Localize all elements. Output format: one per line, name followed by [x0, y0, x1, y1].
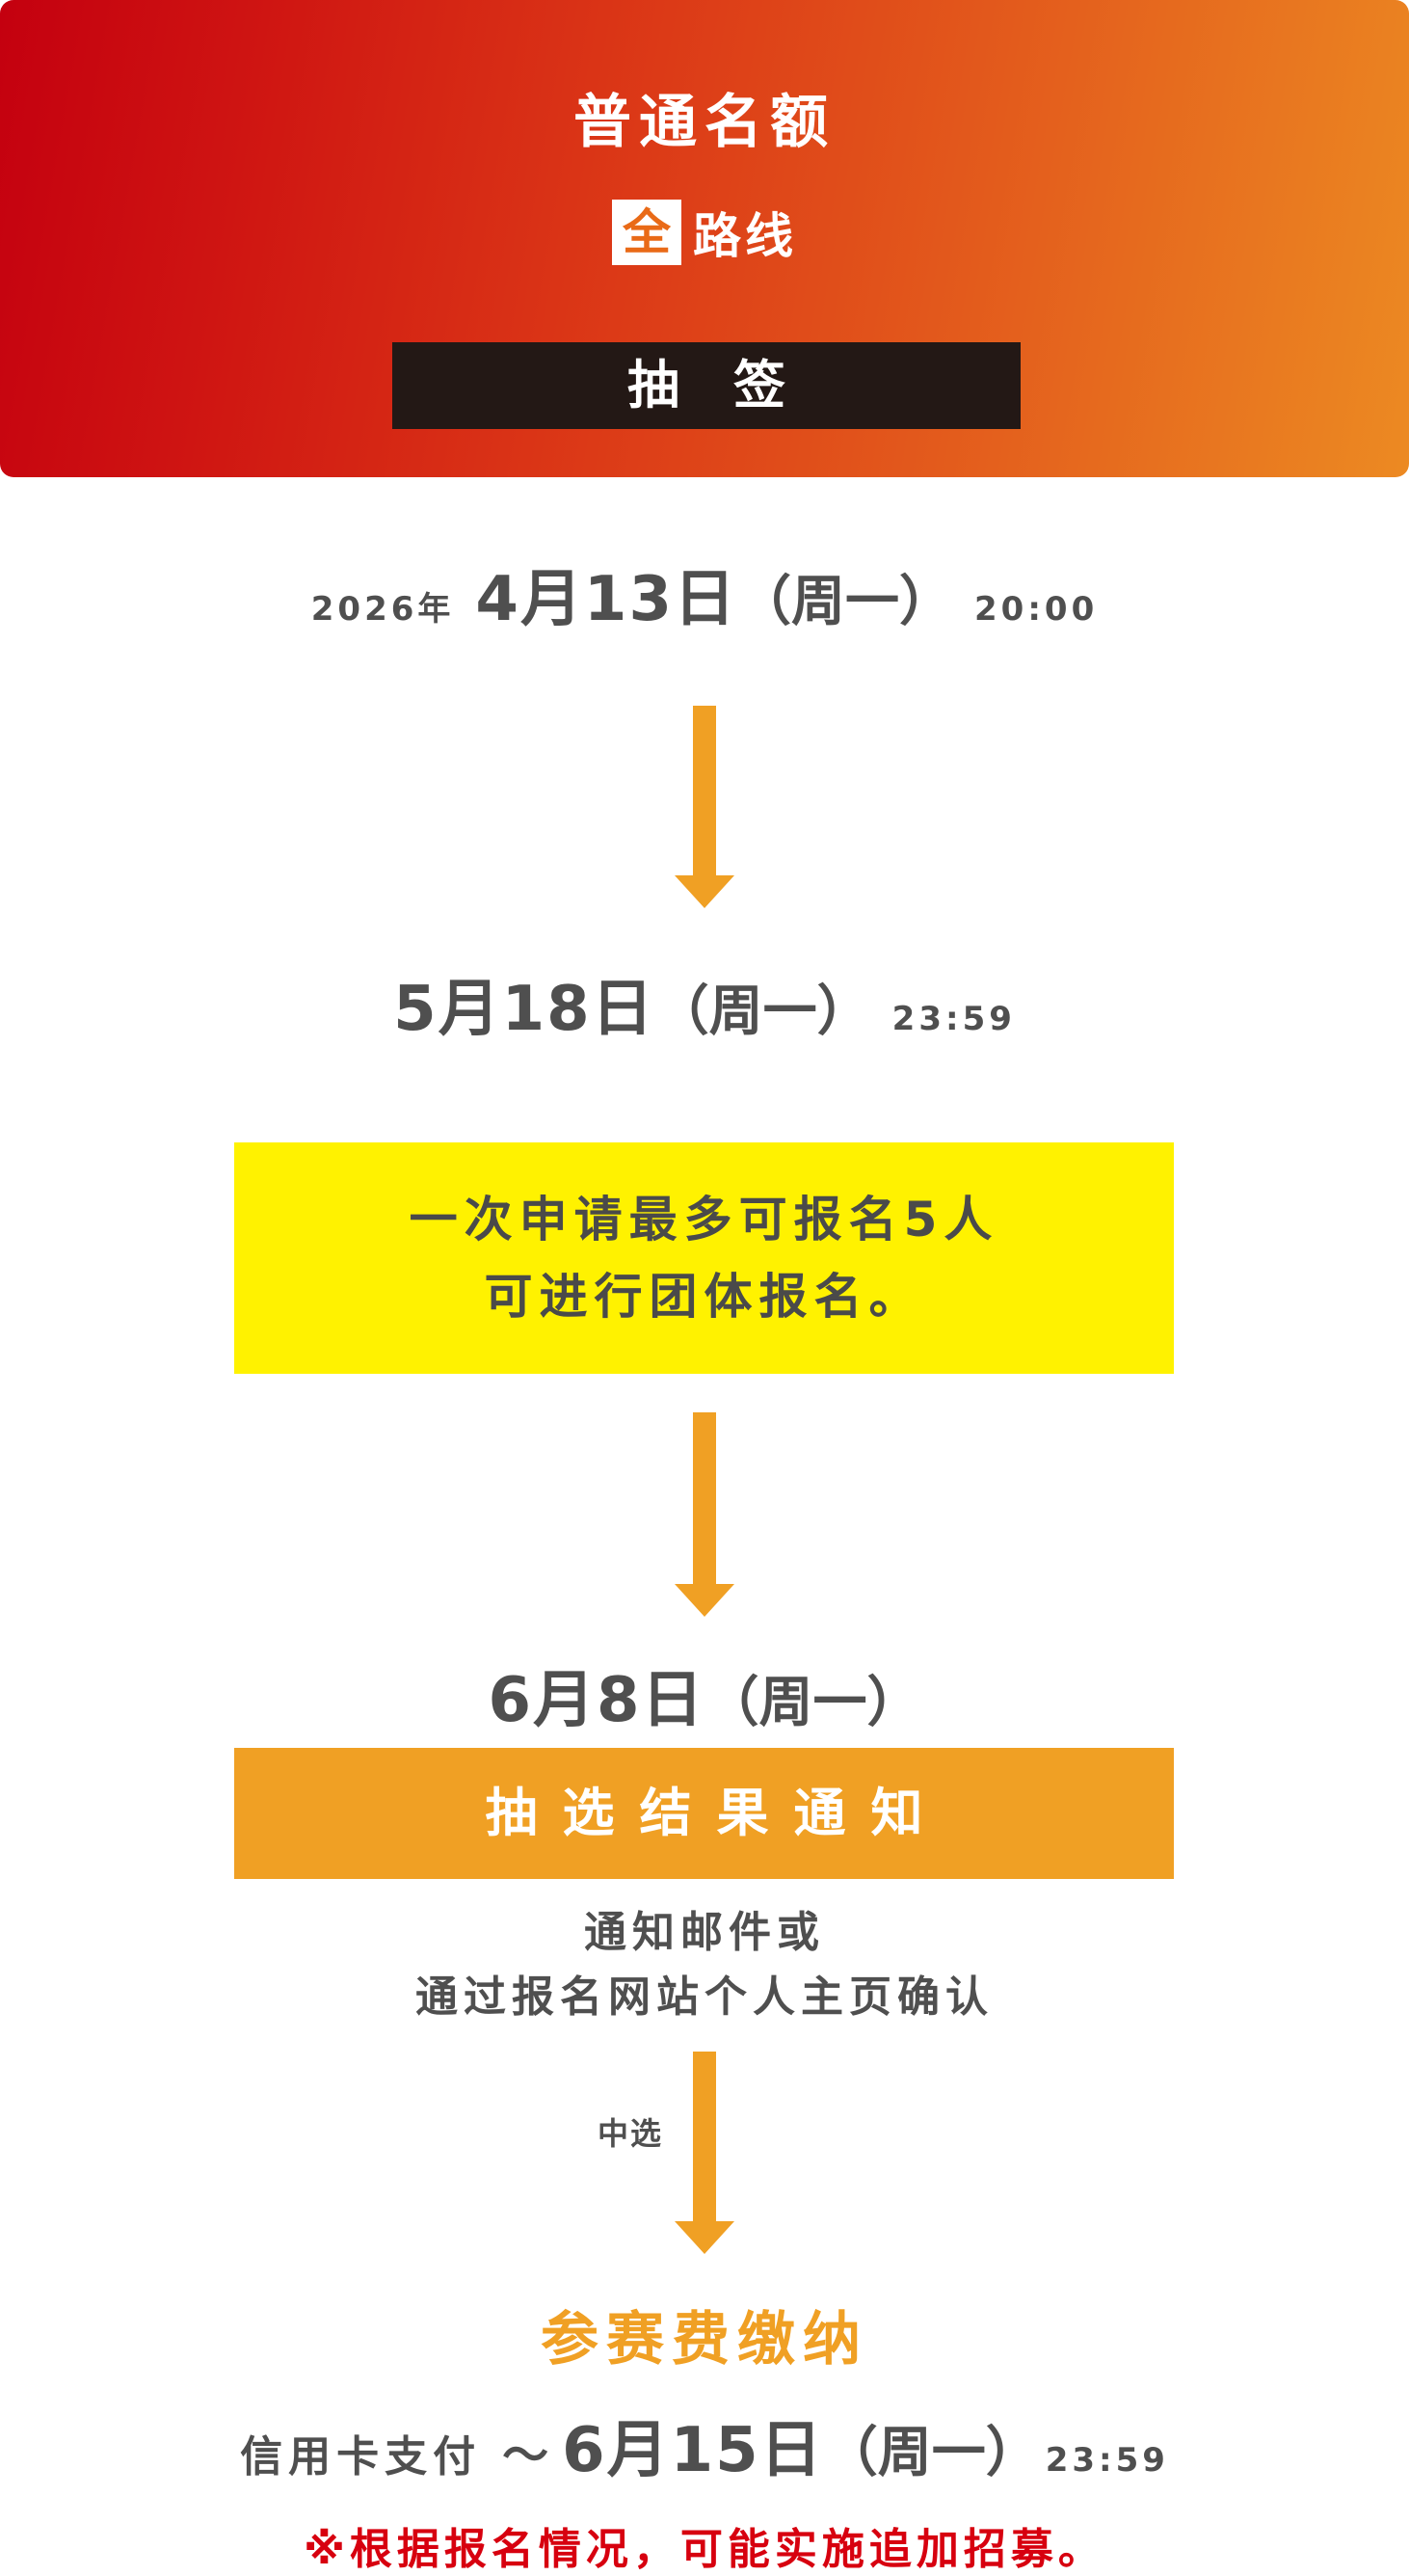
- route-badge: 全: [612, 200, 681, 265]
- payment-time: 23:59: [1045, 2441, 1169, 2480]
- result-note-line-2: 通过报名网站个人主页确认: [415, 1972, 994, 2022]
- route-label: 路线: [693, 208, 797, 264]
- start-weekday: （周一）: [737, 571, 953, 633]
- result-notification-bar: 抽选结果通知: [234, 1748, 1174, 1879]
- entry-fee-title: 参赛费缴纳: [541, 2306, 868, 2374]
- result-date-text: 6月8日: [488, 1665, 705, 1736]
- payment-weekday: （周一）: [823, 2422, 1040, 2484]
- end-time: 23:59: [891, 1000, 1016, 1038]
- end-datetime: 5月18日 （周一） 23:59: [0, 959, 1409, 1048]
- page-title: 普通名额: [573, 89, 836, 156]
- result-date: 6月8日 （周一）: [0, 1650, 1409, 1739]
- start-date: 4月13日: [475, 564, 737, 635]
- end-weekday: （周一）: [654, 980, 871, 1043]
- start-year: 2026年: [310, 590, 455, 629]
- start-time: 20:00: [974, 590, 1099, 629]
- additional-recruitment-note: ※根据报名情况，可能实施追加招募。: [304, 2525, 1105, 2574]
- start-datetime: 2026年 4月13日 （周一） 20:00: [0, 550, 1409, 638]
- arrow-down-icon: [670, 706, 737, 908]
- tilde: ～: [502, 2428, 549, 2482]
- result-note-line-1: 通知邮件或: [584, 1908, 825, 1957]
- lottery-method-bar: 抽签: [392, 342, 1021, 429]
- payment-date: 6月15日: [562, 2415, 824, 2486]
- route-row: 全 路线: [0, 198, 1409, 267]
- group-entry-info-box: 一次申请最多可报名5人 可进行团体报名。: [234, 1142, 1174, 1374]
- arrow-down-icon: [670, 1412, 737, 1617]
- result-weekday: （周一）: [704, 1672, 921, 1734]
- info-line-1: 一次申请最多可报名5人: [409, 1192, 999, 1248]
- info-line-2: 可进行团体报名。: [484, 1269, 924, 1325]
- arrow-down-icon: [670, 2052, 737, 2254]
- payment-method: 信用卡支付: [240, 2432, 482, 2482]
- selected-label: 中选: [598, 2115, 664, 2152]
- payment-deadline: 信用卡支付 ～ 6月15日 （周一） 23:59: [0, 2401, 1409, 2489]
- end-date: 5月18日: [393, 974, 655, 1045]
